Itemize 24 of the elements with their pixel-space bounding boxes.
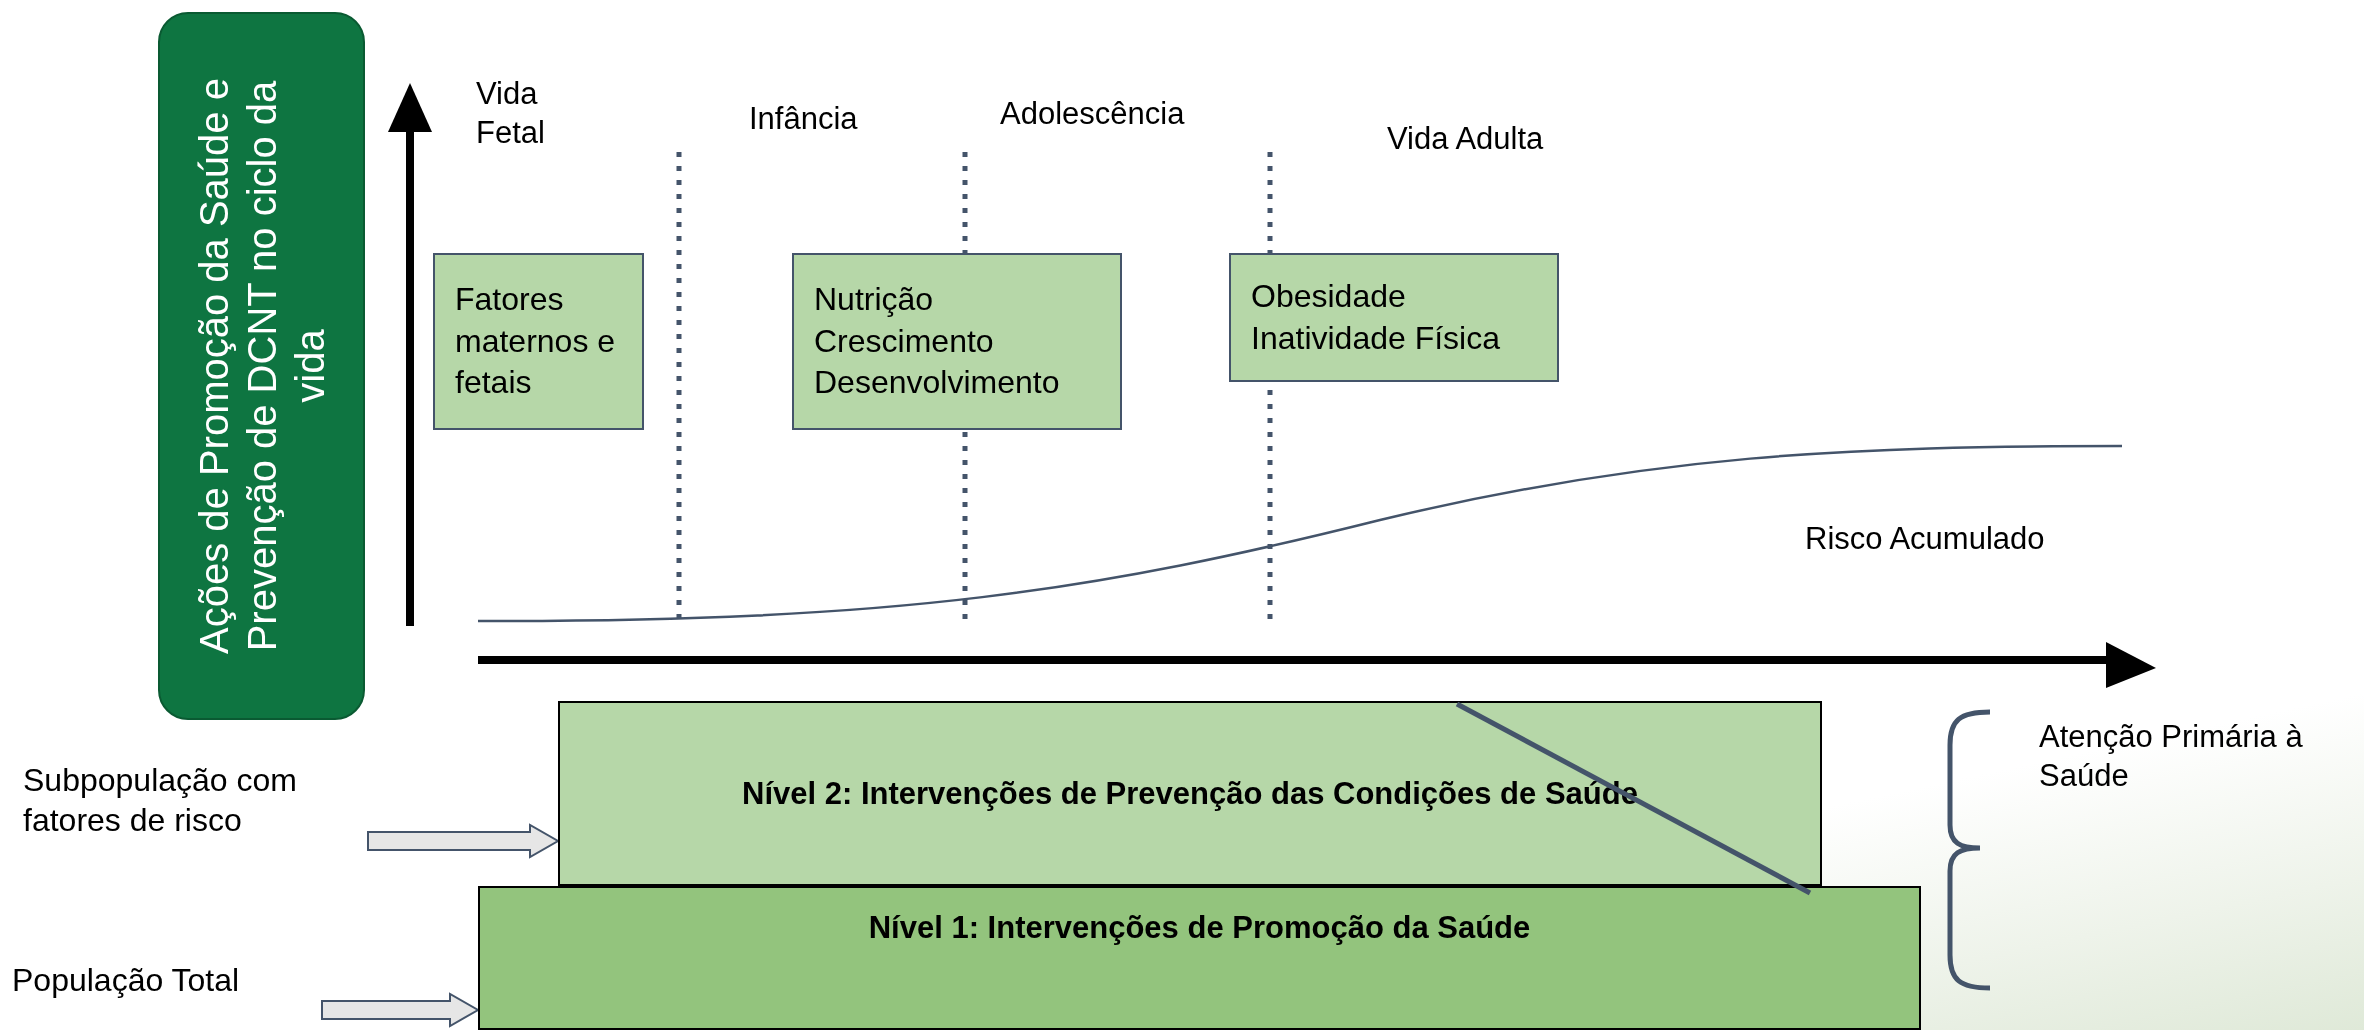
box-text: Crescimento [814, 321, 995, 361]
stage-label: Adolescência [1000, 95, 1186, 133]
box-text: Fatores maternos e fetais [455, 280, 617, 403]
level-box [478, 886, 1921, 1030]
box-text: Desenvolvimento [814, 363, 1061, 403]
level-box [558, 701, 1822, 886]
block-arrow [367, 823, 560, 859]
stage-box [433, 253, 644, 430]
stage-box [792, 253, 1122, 430]
title-panel [158, 12, 365, 720]
panel-text: Ações de Promoção da Saúde e Prevenção de DCNT no ciclo da vida [190, 77, 333, 656]
stage-label: Risco Acumulado [1805, 520, 2046, 558]
box-text: Inatividade Física [1251, 318, 1501, 358]
stage-label: Atenção Primária à Saúde [2039, 718, 2304, 795]
level-text: Nível 1: Intervenções de Promoção da Saúde [868, 910, 1531, 946]
stage-label: Vida Adulta [1387, 120, 1545, 158]
population-text: Subpopulação com fatores de risco [23, 761, 298, 840]
block-arrow [321, 992, 480, 1028]
stage-label: Infância [749, 100, 859, 138]
box-text: Nutrição [814, 280, 935, 320]
stage-box [1229, 253, 1559, 382]
population-text: População Total [12, 961, 241, 1000]
stage-label: Vida Fetal [476, 75, 546, 152]
box-text: Obesidade [1251, 276, 1407, 316]
